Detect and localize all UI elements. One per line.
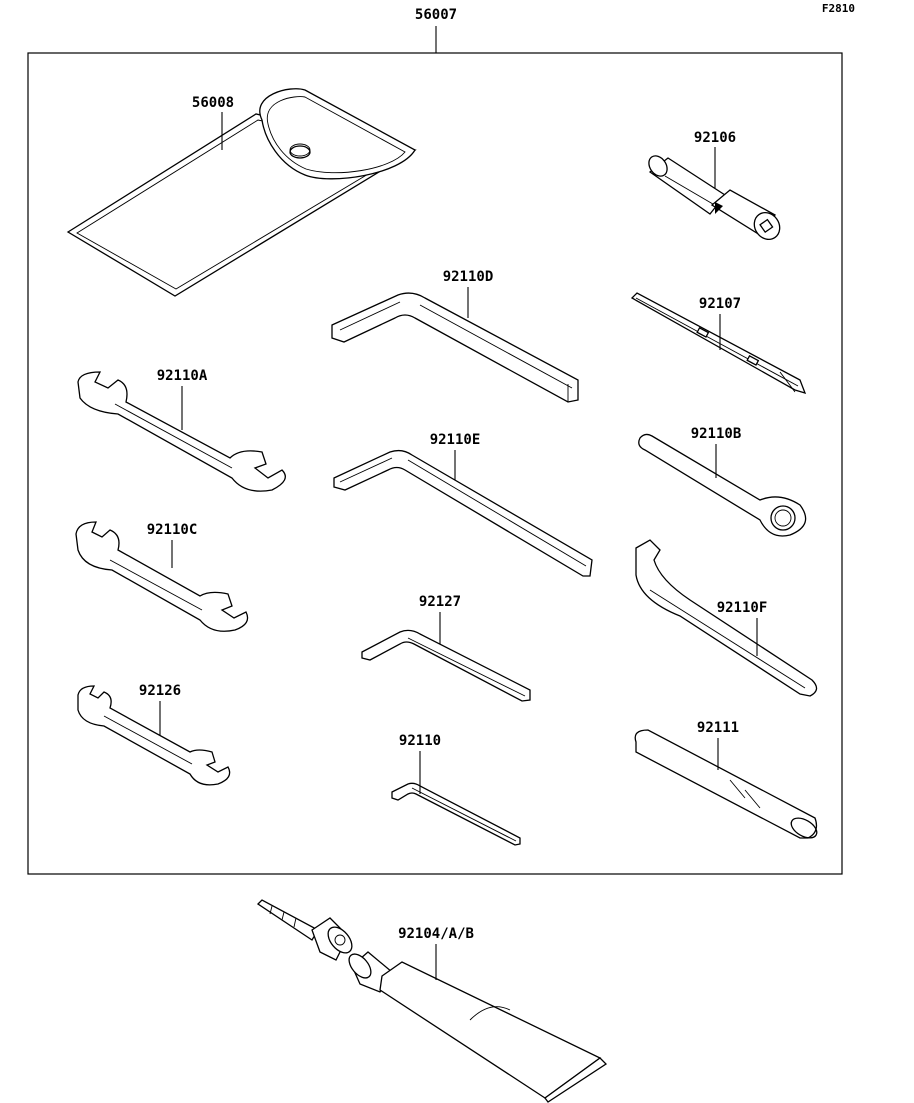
part-label-56007[interactable]: 56007 (415, 7, 457, 23)
part-label-92110E[interactable]: 92110E (430, 432, 481, 448)
part-label-92126[interactable]: 92126 (139, 683, 181, 699)
open-end-wrench-92110C[interactable] (75, 521, 249, 632)
part-label-92106[interactable]: 92106 (694, 130, 736, 146)
hex-key-92127[interactable] (361, 629, 531, 702)
tool-case-56008[interactable] (66, 88, 417, 297)
part-label-92110A[interactable]: 92110A (157, 368, 208, 384)
screwdriver-bit-92107[interactable] (630, 292, 807, 395)
open-end-wrench-92110A[interactable] (77, 371, 286, 492)
ring-wrench-92110B[interactable] (638, 433, 807, 537)
repair-tube-92104[interactable] (256, 899, 608, 1103)
part-label-92110D[interactable]: 92110D (443, 269, 494, 285)
hex-key-92110E[interactable] (333, 449, 593, 577)
open-end-wrench-92126[interactable] (77, 685, 231, 786)
part-label-92127[interactable]: 92127 (419, 594, 461, 610)
part-label-92110[interactable]: 92110 (399, 733, 441, 749)
figure-code: F2810 (822, 2, 855, 15)
hex-key-92110[interactable] (391, 782, 521, 846)
handle-bar-92111[interactable] (634, 729, 820, 842)
kit-frame (27, 52, 843, 875)
hook-spanner-92110F[interactable] (635, 539, 818, 697)
part-label-92110C[interactable]: 92110C (147, 522, 198, 538)
part-label-92104AB[interactable]: 92104/A/B (398, 926, 474, 942)
part-label-92110F[interactable]: 92110F (717, 600, 768, 616)
socket-driver-92106[interactable] (645, 152, 785, 244)
hex-key-92110D[interactable] (331, 292, 579, 403)
part-label-56008[interactable]: 56008 (192, 95, 234, 111)
part-label-92107[interactable]: 92107 (699, 296, 741, 312)
part-label-92111[interactable]: 92111 (697, 720, 739, 736)
part-label-92110B[interactable]: 92110B (691, 426, 742, 442)
